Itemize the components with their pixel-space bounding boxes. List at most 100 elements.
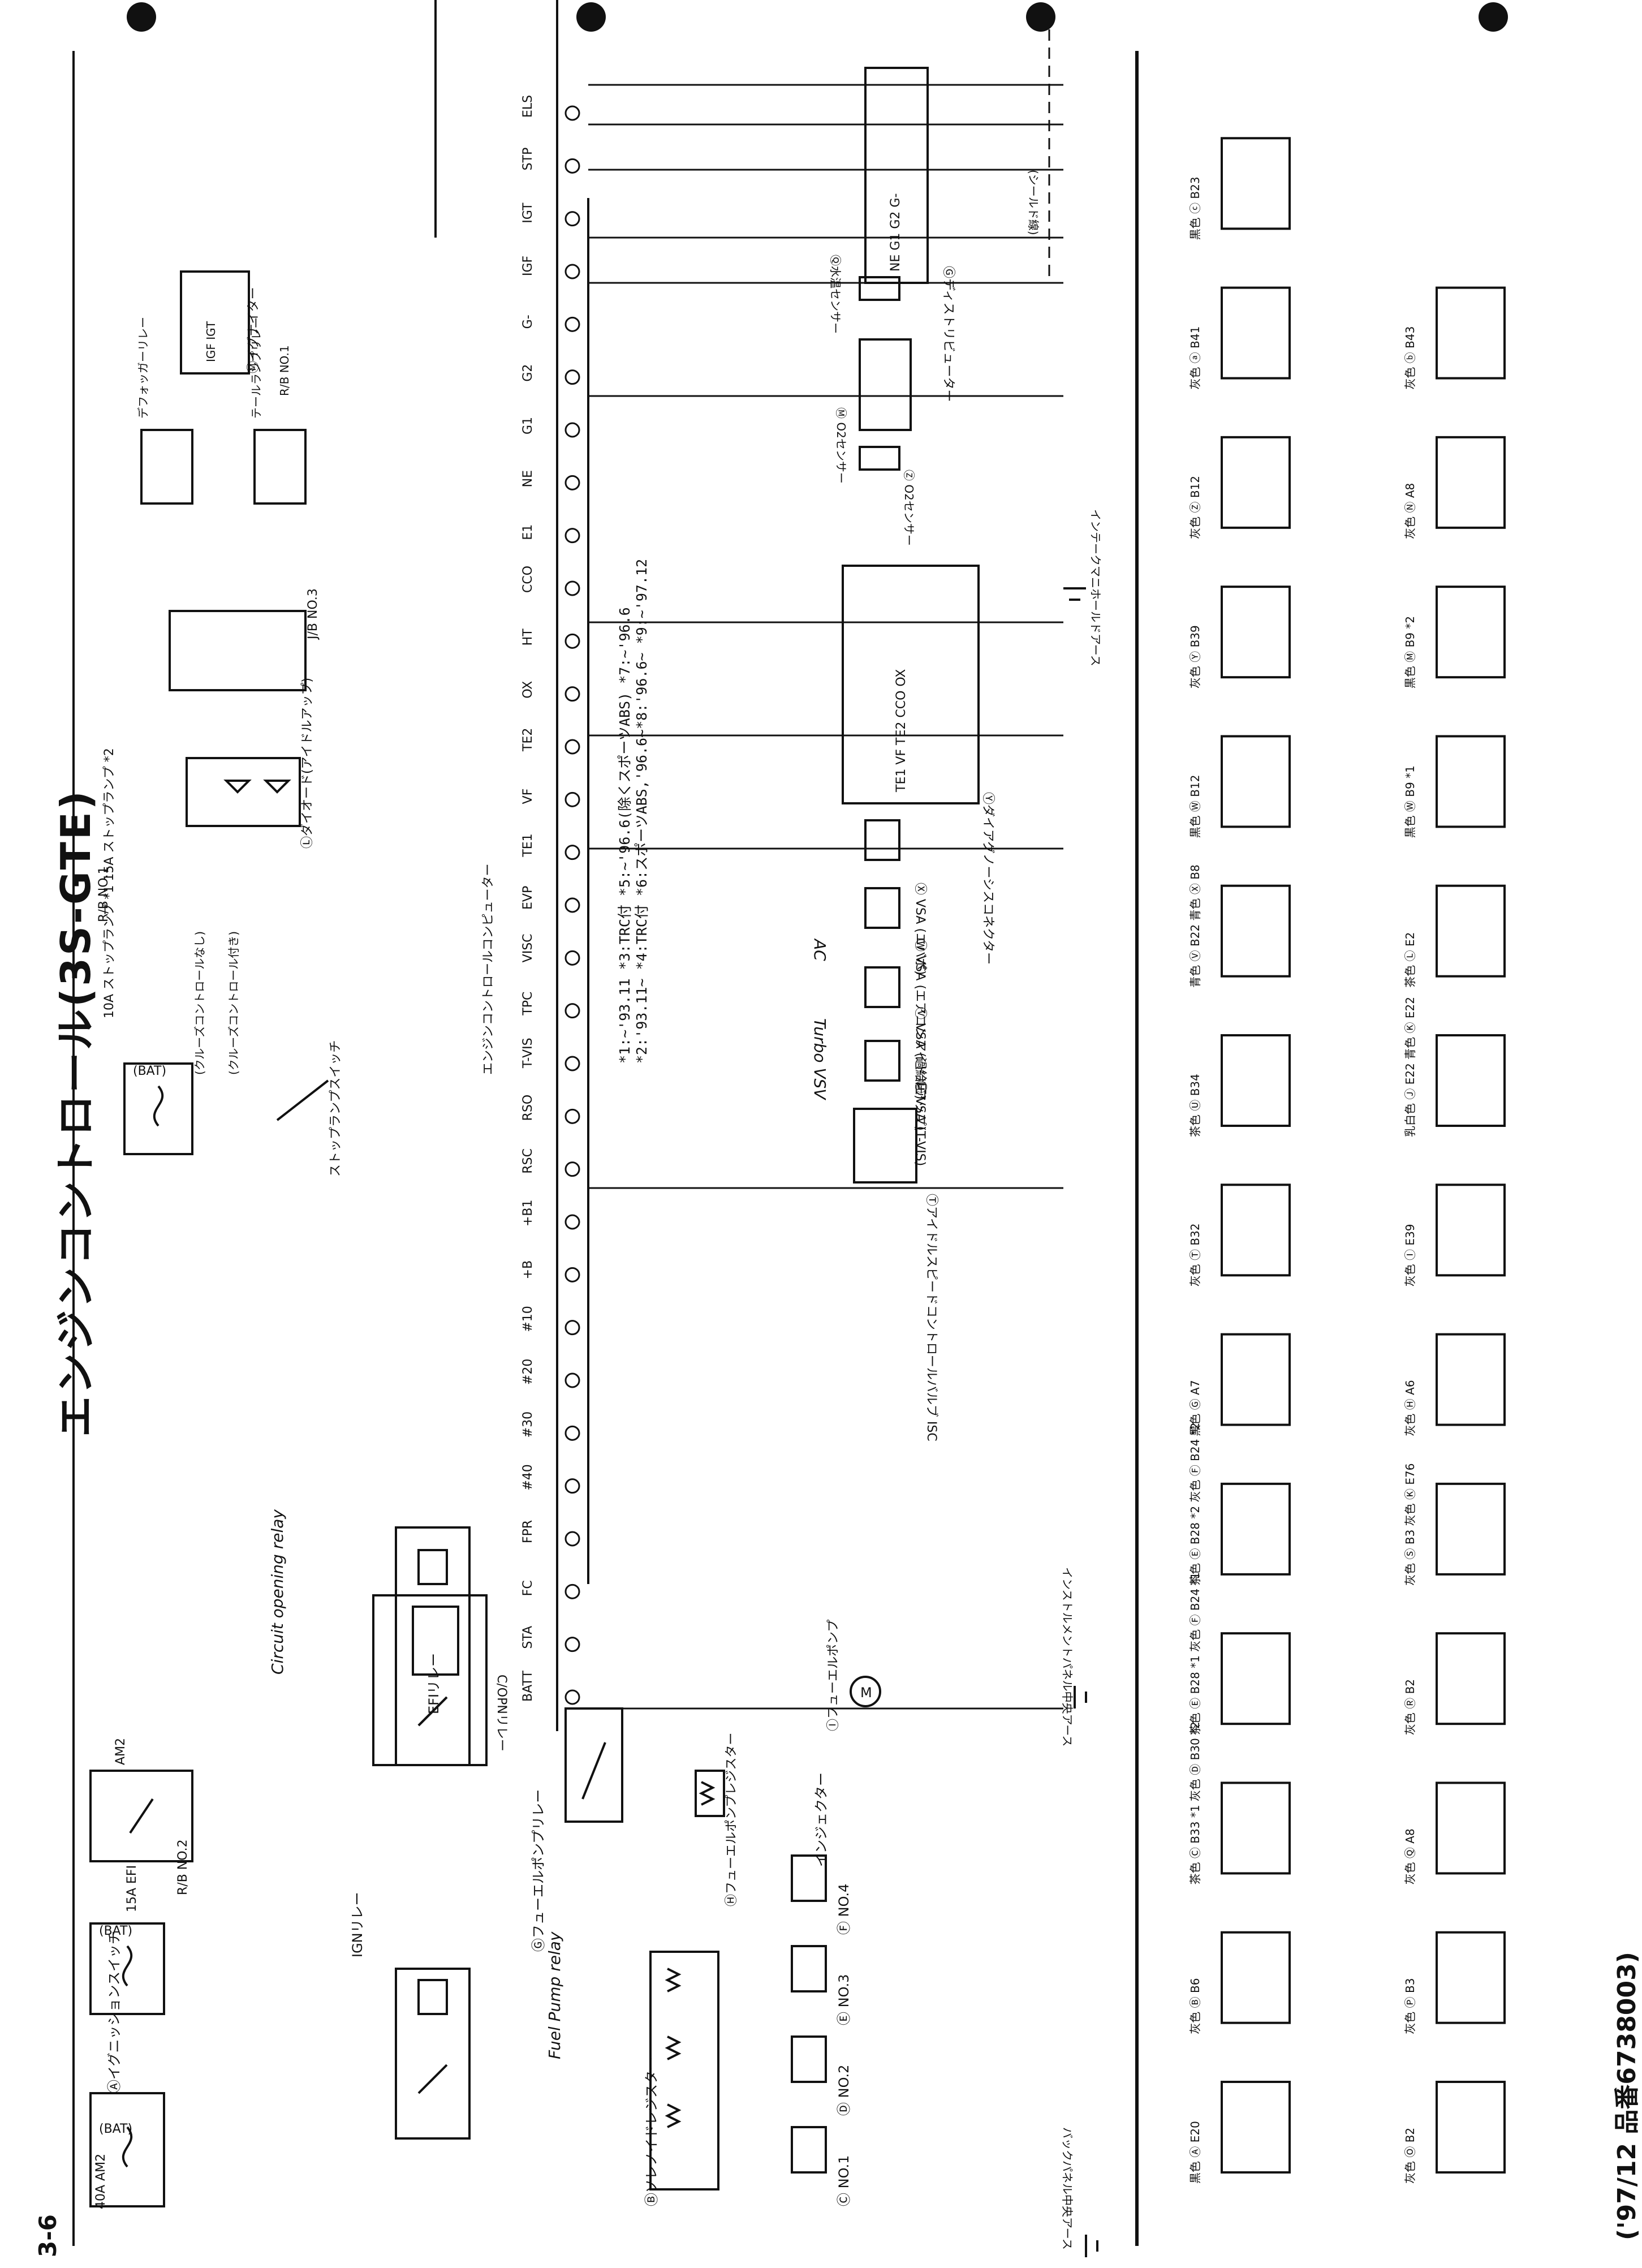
svg-text:Ⓕ NO.4: Ⓕ NO.4 bbox=[836, 1884, 852, 1935]
water-temp-sensor: Ⓠ水温センサー bbox=[829, 255, 900, 334]
ecu-terminal-label: STA bbox=[521, 1626, 535, 1649]
connector-shape bbox=[1436, 1781, 1506, 1875]
ecu-terminal-label: #10 bbox=[521, 1306, 535, 1332]
connector-label: 青色 Ⓥ B22 青色 Ⓧ B8 bbox=[1188, 864, 1202, 987]
connector-label: 灰色 Ⓩ B12 bbox=[1188, 476, 1202, 539]
svg-text:15A EFI: 15A EFI bbox=[125, 1865, 139, 1912]
ecu-terminal-pin bbox=[564, 1320, 580, 1336]
ecu-terminal-label: BATT bbox=[521, 1671, 535, 1702]
defogger-relay: デフォッガーリレー bbox=[136, 317, 193, 505]
svg-text:R/B NO.2: R/B NO.2 bbox=[176, 1839, 190, 1895]
ecu-terminal-pin bbox=[564, 475, 580, 490]
svg-text:NE G1 G2 G-: NE G1 G2 G- bbox=[889, 193, 903, 272]
igniter: IGF IGT Ⓜイグナイター bbox=[180, 270, 261, 375]
ecu-terminal-label: VISC bbox=[521, 933, 535, 962]
fuel-pump-relay: Ⓖフューエルポンプリレー Fuel Pump relay bbox=[531, 1707, 623, 2059]
svg-text:(シールド線): (シールド線) bbox=[1027, 170, 1040, 235]
connector-shape bbox=[1436, 1931, 1506, 2024]
svg-text:R/B NO.1: R/B NO.1 bbox=[97, 866, 111, 922]
connector-label: 灰色 Ⓝ A8 bbox=[1403, 483, 1417, 539]
ecu-terminal-label: VF bbox=[521, 789, 535, 804]
solenoid-resistor: Ⓑソレノイドレジスター bbox=[644, 1951, 719, 2206]
power-source-bat3: (BAT) 10A ストップランプ *1 15A ストップランプ *2 R/B … bbox=[97, 748, 193, 1155]
ecu-terminal-label: IGT bbox=[521, 203, 535, 223]
connector-label: 乳白色 Ⓙ E22 青色 Ⓚ E22 bbox=[1403, 997, 1417, 1137]
svg-text:Circuit opening relay: Circuit opening relay bbox=[268, 1509, 287, 1675]
binder-hole bbox=[1479, 2, 1508, 32]
ecu-terminal-pin bbox=[564, 1689, 580, 1705]
ecu-terminal-pin bbox=[564, 264, 580, 279]
svg-text:Ⓒ NO.1: Ⓒ NO.1 bbox=[836, 2155, 852, 2206]
svg-text:Ⓖフューエルポンプリレー: Ⓖフューエルポンプリレー bbox=[531, 1789, 546, 1952]
connector-label: 黒色 Ⓐ E20 bbox=[1188, 2121, 1202, 2184]
connector-shape bbox=[1221, 1034, 1291, 1127]
ecu-terminal-label: #40 bbox=[521, 1464, 535, 1490]
harness-lines bbox=[588, 84, 1063, 1710]
connector-label: 茶色 Ⓛ E2 bbox=[1403, 932, 1417, 988]
ecu-terminal-label: TE1 bbox=[521, 833, 535, 857]
distributor: NE G1 G2 G- Ⓖディストリビューター (シールド線) bbox=[864, 67, 1040, 402]
connector-label: 灰色 Ⓑ B6 bbox=[1188, 1978, 1202, 2034]
binder-hole bbox=[1026, 2, 1055, 32]
svg-text:デフォッガーリレー: デフォッガーリレー bbox=[136, 317, 150, 419]
svg-text:TE1 VF TE2 CCO OX: TE1 VF TE2 CCO OX bbox=[894, 669, 908, 793]
connector-label: 黒色 Ⓖ A7 bbox=[1188, 1380, 1202, 1436]
ecu-terminal-label: G- bbox=[521, 315, 535, 329]
ecu-terminal-pin bbox=[564, 528, 580, 544]
connector-shape bbox=[1436, 2081, 1506, 2174]
injector-no2: Ⓓ NO.2 bbox=[791, 2035, 852, 2116]
connector-shape bbox=[1221, 2081, 1291, 2174]
binder-hole bbox=[576, 2, 606, 32]
connector-shape bbox=[1221, 1781, 1291, 1875]
ecu-label: エンジンコントロールコンピューター bbox=[481, 863, 495, 1075]
svg-text:インテークマニホールドアース: インテークマニホールドアース bbox=[1089, 509, 1102, 666]
svg-text:Ⓔ NO.3: Ⓔ NO.3 bbox=[836, 1974, 852, 2025]
connector-shape bbox=[1436, 735, 1506, 828]
ecu-terminal-label: TPC bbox=[521, 992, 535, 1016]
connector-shape bbox=[1221, 735, 1291, 828]
svg-text:Ⓘフューエルポンプ: Ⓘフューエルポンプ bbox=[826, 1620, 841, 1731]
ecu-terminal-label: OX bbox=[521, 681, 535, 699]
circuit-opening-relay: C/OPNリレー Circuit opening relay bbox=[268, 1509, 508, 1766]
connector-shape bbox=[1221, 286, 1291, 380]
injector-no4: Ⓕ NO.4 bbox=[791, 1854, 852, 1935]
ecu-terminal-pin bbox=[564, 158, 580, 174]
ecu-terminal-pin bbox=[564, 1372, 580, 1388]
connector-label: 灰色 Ⓞ B2 bbox=[1403, 2128, 1417, 2184]
ecu-terminal-label: TE2 bbox=[521, 728, 535, 752]
ecu-terminal-pin bbox=[564, 1478, 580, 1494]
connector-label: 灰色 Ⓠ A8 bbox=[1403, 1828, 1417, 1884]
tail-lamp-relay: テールランプリレー R/B NO.1 bbox=[249, 317, 307, 505]
ecu-terminal-label: STP bbox=[521, 148, 535, 171]
vsa-units: Ⓧ VSA (エバポ) Ⓦ VSA (エアコンアイドルアップ) Ⓥ VSA (過… bbox=[811, 819, 927, 1166]
power-source-bat2: (BAT) 15A EFI R/B NO.2 bbox=[89, 1839, 190, 2015]
connector-label: 黒色 Ⓦ B9 *1 bbox=[1403, 765, 1417, 838]
ecu-terminal-pin bbox=[564, 422, 580, 438]
ecu-terminal-pin bbox=[564, 1425, 580, 1441]
svg-text:Ⓐイグニッションスイッチ: Ⓐイグニッションスイッチ bbox=[106, 1931, 122, 2093]
ecu-terminal-label: G1 bbox=[521, 417, 535, 434]
connector-shape bbox=[1221, 1931, 1291, 2024]
ecu-terminal-pin bbox=[564, 633, 580, 649]
svg-text:Ⓩ O2センサー: Ⓩ O2センサー bbox=[902, 470, 916, 546]
connector-shape bbox=[1221, 1333, 1291, 1426]
ecu-terminal-pin bbox=[564, 211, 580, 227]
connector-shape bbox=[1221, 1482, 1291, 1576]
connector-shape bbox=[1221, 1632, 1291, 1725]
connector-label: 灰色 ⓐ B41 bbox=[1188, 326, 1202, 390]
connector-label: 灰色 Ⓡ B2 bbox=[1403, 1679, 1417, 1735]
svg-text:C/OPNリレー: C/OPNリレー bbox=[494, 1675, 508, 1751]
connector-shape bbox=[1436, 1482, 1506, 1576]
ecu-terminal-label: FPR bbox=[521, 1520, 535, 1543]
connector-label: 灰色 Ⓗ A6 bbox=[1403, 1380, 1417, 1436]
connector-label: 茶色 Ⓔ B28 *2 灰色 Ⓕ B24 *2 bbox=[1188, 1423, 1202, 1586]
ecu-terminal-label: +B bbox=[521, 1260, 535, 1280]
ecu-terminal-label: G2 bbox=[521, 364, 535, 382]
svg-text:Ⓑソレノイドレジスター: Ⓑソレノイドレジスター bbox=[644, 2057, 660, 2206]
ecu-terminal-pin bbox=[564, 897, 580, 913]
ecu-terminal-label: NE bbox=[521, 470, 535, 487]
svg-text:IGNリレー: IGNリレー bbox=[350, 1892, 365, 1957]
connector-shape bbox=[1221, 1184, 1291, 1277]
power-source-bat1: (BAT) 40A AM2 bbox=[89, 2092, 165, 2209]
